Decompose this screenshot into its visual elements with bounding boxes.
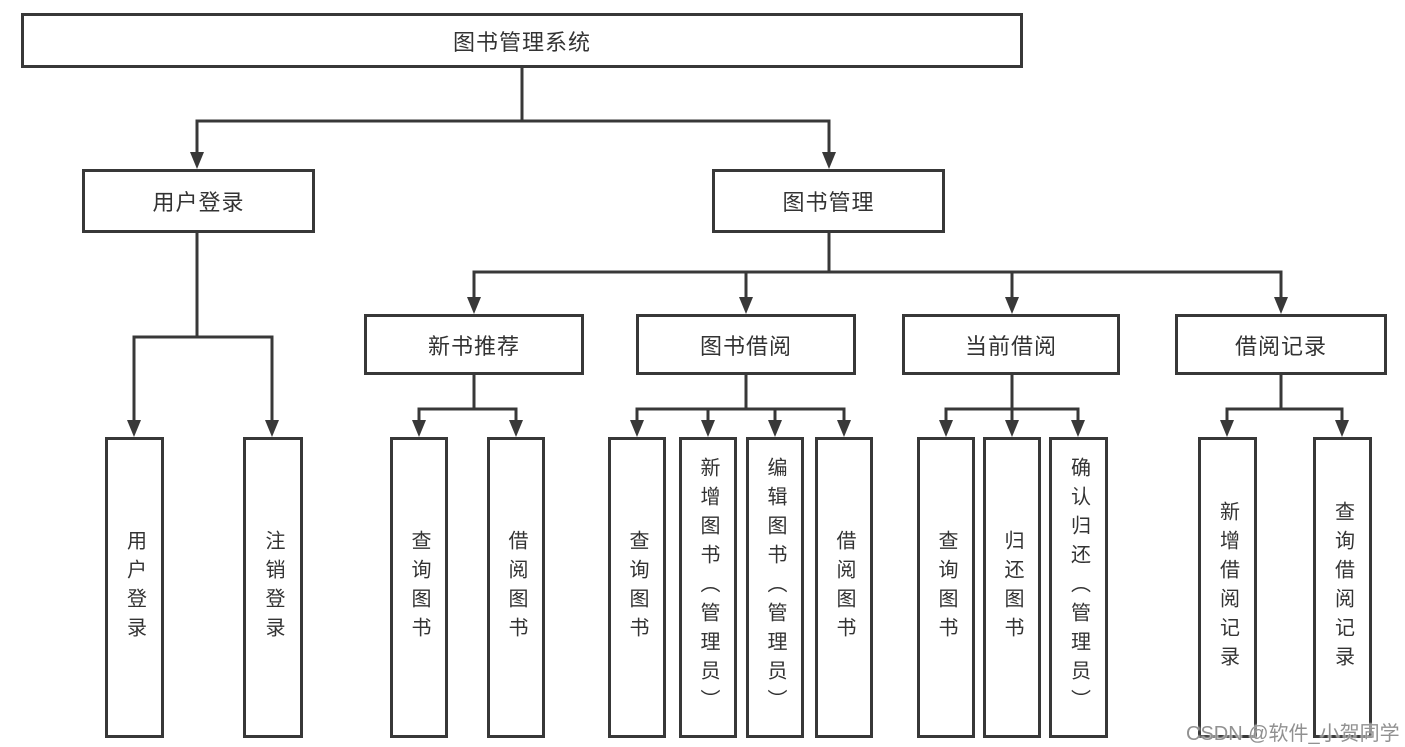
leaf-borrowing-edit-admin-label: 编辑图书（管理员）	[764, 457, 786, 718]
node-user-login: 用户登录	[82, 169, 315, 233]
leaf-borrowing-edit-admin: 编辑图书（管理员）	[746, 437, 804, 738]
node-new-book-recommend: 新书推荐	[364, 314, 584, 375]
leaf-current-confirm-admin: 确认归还（管理员）	[1049, 437, 1108, 738]
leaf-newbooks-borrow-label: 借阅图书	[505, 529, 527, 646]
arrowheads	[127, 152, 1349, 437]
leaf-borrowing-query: 查询图书	[608, 437, 666, 738]
leaf-borrowing-add-admin-label: 新增图书（管理员）	[697, 457, 719, 718]
leaf-current-query: 查询图书	[917, 437, 975, 738]
leaf-newbooks-query: 查询图书	[390, 437, 448, 738]
leaf-records-add-label: 新增借阅记录	[1216, 500, 1239, 675]
leaf-current-confirm-admin-label: 确认归还（管理员）	[1067, 457, 1090, 718]
leaf-current-return: 归还图书	[983, 437, 1041, 738]
leaf-current-return-label: 归还图书	[1001, 529, 1023, 646]
leaf-borrowing-borrow: 借阅图书	[815, 437, 873, 738]
watermark: CSDN @软件_小贺同学	[1186, 723, 1400, 745]
node-book-borrowing-label: 图书借阅	[699, 333, 792, 359]
leaf-records-query-label: 查询借阅记录	[1331, 500, 1354, 675]
leaf-borrowing-query-label: 查询图书	[626, 529, 648, 646]
node-new-book-recommend-label: 新书推荐	[427, 333, 520, 359]
node-current-borrowing-label: 当前借阅	[964, 333, 1057, 359]
leaf-user-login: 用户登录	[105, 437, 164, 738]
leaf-newbooks-query-label: 查询图书	[408, 529, 430, 646]
node-borrow-records-label: 借阅记录	[1234, 333, 1327, 359]
leaf-user-login-label: 用户登录	[123, 529, 146, 646]
leaf-records-query: 查询借阅记录	[1313, 437, 1372, 738]
node-user-login-label: 用户登录	[152, 190, 245, 215]
node-root-label: 图书管理系统	[452, 29, 591, 55]
leaf-logout-label: 注销登录	[262, 529, 284, 646]
node-borrow-records: 借阅记录	[1175, 314, 1387, 375]
node-book-borrowing: 图书借阅	[636, 314, 856, 375]
leaf-borrowing-borrow-label: 借阅图书	[833, 529, 855, 646]
leaf-records-add: 新增借阅记录	[1198, 437, 1257, 738]
leaf-newbooks-borrow: 借阅图书	[487, 437, 545, 738]
node-root: 图书管理系统	[21, 13, 1023, 68]
leaf-borrowing-add-admin: 新增图书（管理员）	[679, 437, 737, 738]
leaf-current-query-label: 查询图书	[935, 529, 957, 646]
leaf-logout: 注销登录	[243, 437, 303, 738]
node-book-management: 图书管理	[712, 169, 945, 233]
node-current-borrowing: 当前借阅	[902, 314, 1120, 375]
node-book-management-label: 图书管理	[782, 190, 875, 215]
